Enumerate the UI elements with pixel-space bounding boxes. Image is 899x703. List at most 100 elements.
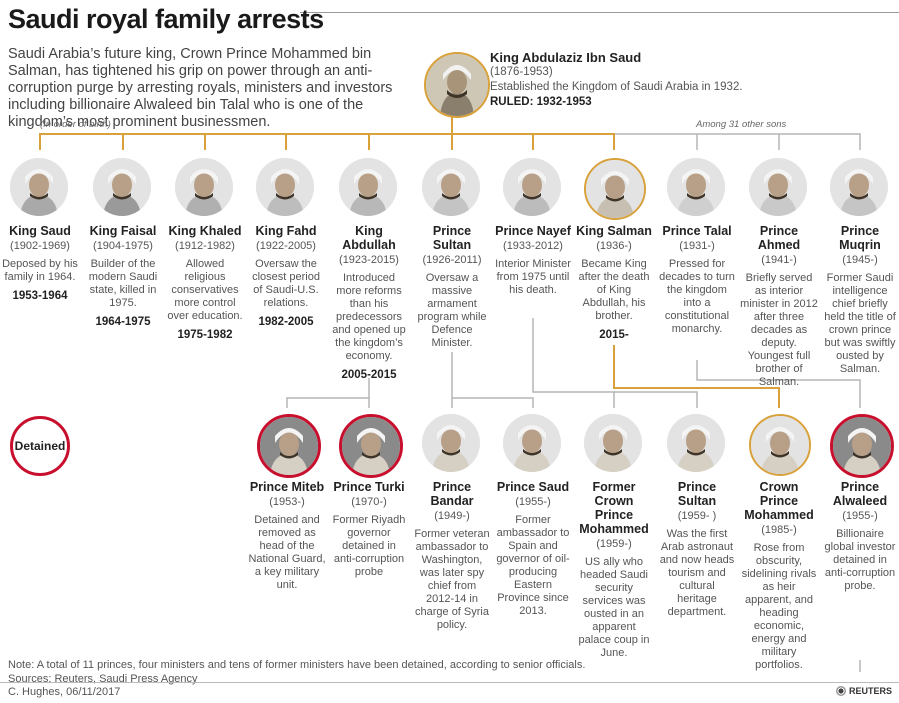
portrait-icon [667,414,725,472]
son-card: King Fahd (1922-2005) Oversaw the closest … [247,224,325,328]
portrait-icon [256,158,314,216]
portrait-icon [503,414,561,472]
grandson-portrait [749,414,811,476]
top-rule [0,12,899,13]
portrait-icon [586,160,644,218]
founder-years: (1876-1953) [490,66,553,78]
gold-sons-bracket [39,133,615,150]
son-name: King Fahd [255,224,317,238]
grandson-card: Prince Sultan(1959- )Was the first Arab … [658,480,736,619]
portrait-icon [503,158,561,216]
grandson-description: Former Riyadh governor detained in anti-… [332,514,406,578]
bottom-rule [0,682,899,683]
abdullah-children-line [286,378,370,408]
grandson-years: (1955-) [842,510,878,522]
son-portrait [339,158,397,216]
son-years: (1902-1969) [10,240,70,252]
son-card: King Abdullah(1923-2015)Introduced more … [330,224,408,381]
salman-to-crown-prince-line [613,345,780,408]
son-portrait [256,158,314,216]
portrait-icon [339,158,397,216]
son-card: Prince Sultan (1926-2011) Oversaw a massiv… [413,224,491,350]
son-portrait [175,158,233,216]
son-years: (1931-) [679,240,715,252]
grandson-card: Former Crown Prince Mohammed(1959-)US al… [575,480,653,660]
son-years: (1941-) [761,254,797,266]
salman-to-sultan-line [614,391,698,408]
portrait-icon [10,158,68,216]
son-years: (1922-2005) [256,240,316,252]
son-card: Prince Talal(1931-)Pressed for decades t… [658,224,736,336]
founder-description: Established the Kingdom of Saudi Arabia … [490,81,743,93]
footer-sources: Sources: Reuters, Saudi Press Agency [8,673,198,685]
detained-legend-label: Detained [14,439,66,453]
portrait-icon [260,417,318,475]
son-years: (1926-2011) [422,254,482,266]
grandson-card: Prince Alwaleed(1955-)Billionaire global… [821,480,899,593]
grandson-name: Prince Miteb [249,480,325,494]
son-portrait [93,158,151,216]
grandson-description: Rose from obscurity, sidelining rivals a… [741,542,817,671]
grandson-card: Prince Miteb(1953-)Detained and removed … [248,480,326,592]
son-portrait [830,158,888,216]
grandson-description: Former ambassador to Spain and governor … [496,514,570,617]
grandson-portrait [503,414,561,472]
son-portrait [749,158,807,216]
portrait-icon [93,158,151,216]
son-name: Prince Nayef [495,224,571,238]
son-years: (1933-2012) [503,240,563,252]
grandson-years: (1959-) [596,538,632,550]
son-reign: 1975-1982 [177,329,233,341]
son-card: Prince Ahmed (1941-) Briefly served as int… [740,224,818,389]
son-portrait [10,158,68,216]
grandson-name: Crown Prince Mohammed [744,480,814,522]
grandson-card: Prince Saud(1955-)Former ambassador to S… [494,480,572,618]
son-description: Former Saudi intelligence chief briefly … [824,272,896,375]
portrait-icon [422,414,480,472]
son-description: Became King after the death of King Abdu… [578,258,650,322]
portrait-icon [667,158,725,216]
son-description: Briefly served as interior minister in 2… [740,272,818,388]
son-description: Builder of the modern Saudi state, kille… [88,258,158,309]
grandson-name: Prince Alwaleed [832,480,888,508]
talal-to-alwaleed-line [696,360,861,408]
son-card: Prince Nayef(1933-2012)Interior Minister… [494,224,572,297]
grandson-card: Crown Prince Mohammed(1985-)Rose from ob… [740,480,818,672]
grandson-years: (1970-) [351,496,387,508]
grandson-description: Former veteran ambassador to Washington,… [414,528,490,631]
son-reign: 1964-1975 [95,316,151,328]
son-description: Oversaw a massive armament program while… [417,272,487,349]
title-background [0,0,300,40]
grandson-years: (1959- ) [677,510,717,522]
other-sons-note: Among 31 other sons [696,119,787,130]
intro-text: Saudi Arabia’s future king, Crown Prince… [8,46,393,130]
portrait-icon [751,416,809,474]
reuters-dots-icon [836,686,846,696]
page-title: Saudi royal family arrests [8,4,324,34]
grandson-description: US ally who headed Saudi security servic… [578,556,650,659]
son-description: Oversaw the closest period of Saudi-U.S.… [252,258,320,309]
grandson-portrait [584,414,642,472]
son-portrait [584,158,646,220]
son-name: Prince Ahmed [757,224,801,252]
grandson-description: Detained and removed as head of the Nati… [248,514,326,591]
founder-info: King Abdulaziz Ibn Saud (1876-1953) Esta… [490,50,750,110]
son-card: Prince Muqrin(1945-)Former Saudi intelli… [821,224,899,376]
portrait-icon [830,158,888,216]
sultan-children-line [451,352,534,408]
grandson-card: Prince Bandar(1949-)Former veteran ambas… [413,480,491,632]
son-years: (1923-2015) [339,254,399,266]
grandson-name: Prince Saud [496,480,570,494]
grandson-portrait [422,414,480,472]
portrait-icon [342,417,400,475]
detained-legend: Detained [10,416,70,476]
grandson-portrait [339,414,403,478]
birth-order-note: (In order of birth) [40,119,111,130]
footer-note: Note: A total of 11 princes, four minist… [8,659,586,671]
son-name: Prince Sultan [432,224,472,252]
son-card: King Saud(1902-1969)Deposed by his famil… [1,224,79,302]
son-name: King Salman [576,224,652,238]
reuters-logo: REUTERS [836,686,892,696]
grandson-card: Prince Turki(1970-)Former Riyadh governo… [330,480,408,579]
